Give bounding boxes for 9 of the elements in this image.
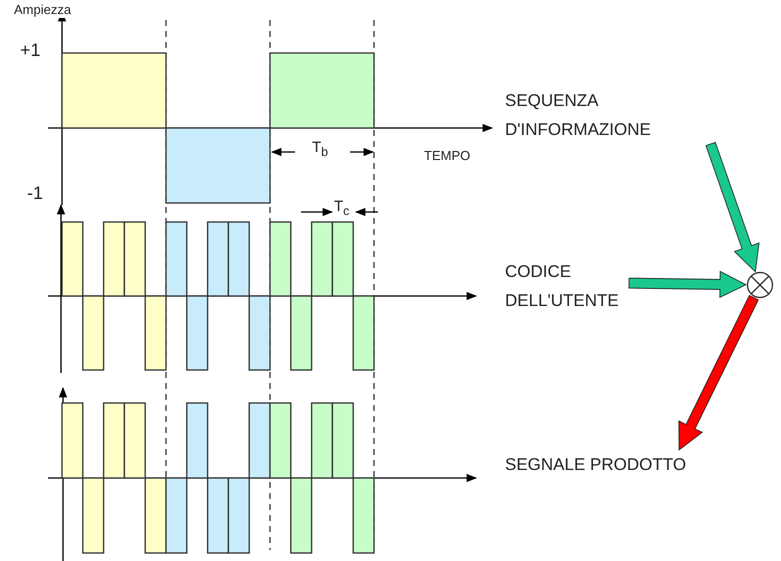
block-arrow [628, 270, 747, 298]
block-arrow [678, 294, 759, 451]
signal-label: CODICE DELL'UTENTE [505, 261, 620, 312]
dimension-label: T$_{c}$ [334, 198, 350, 218]
axis-label: Ampiezza [14, 3, 72, 18]
block-arrow [705, 142, 760, 273]
signal-label: SEGNALE PRODOTTO [505, 454, 688, 476]
dimension-label: T$_{b}$ [312, 139, 328, 160]
signal-label: SEQUENZA D'INFORMAZIONE [505, 90, 652, 141]
